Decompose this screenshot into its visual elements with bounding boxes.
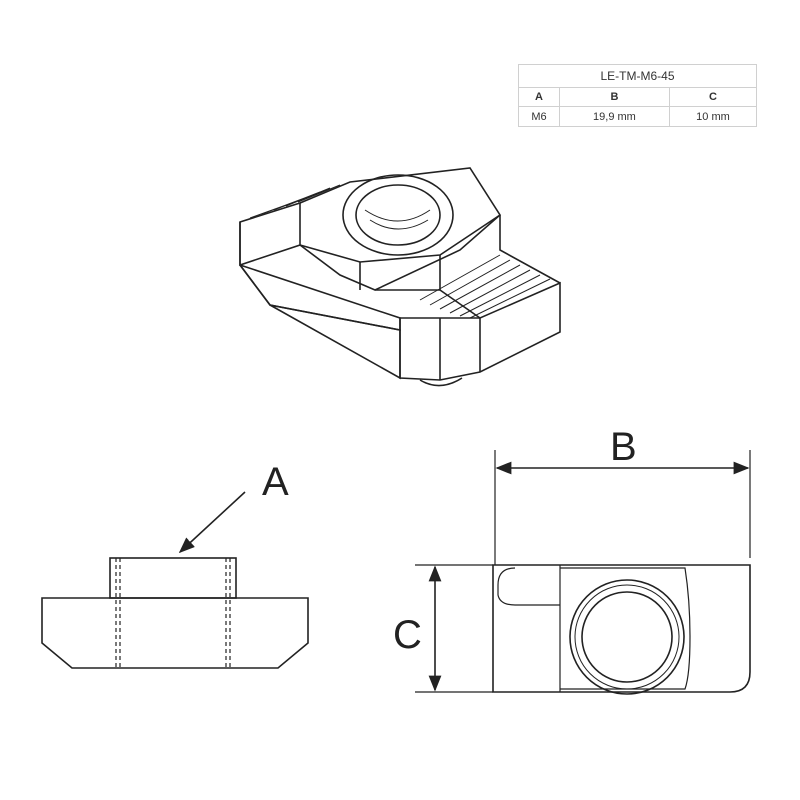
value-b: 19,9 mm xyxy=(558,106,670,127)
label-b: B xyxy=(610,425,637,469)
leader-arrow-a xyxy=(178,491,246,554)
label-a: A xyxy=(262,460,289,504)
side-view xyxy=(41,491,309,669)
value-c: 10 mm xyxy=(668,106,758,127)
table-title: LE-TM-M6-45 xyxy=(518,64,757,88)
spec-table: LE-TM-M6-45 A B C M6 19,9 mm 10 mm xyxy=(518,64,758,127)
isometric-view xyxy=(239,167,561,387)
top-view xyxy=(415,450,751,695)
label-c: C xyxy=(393,613,422,657)
